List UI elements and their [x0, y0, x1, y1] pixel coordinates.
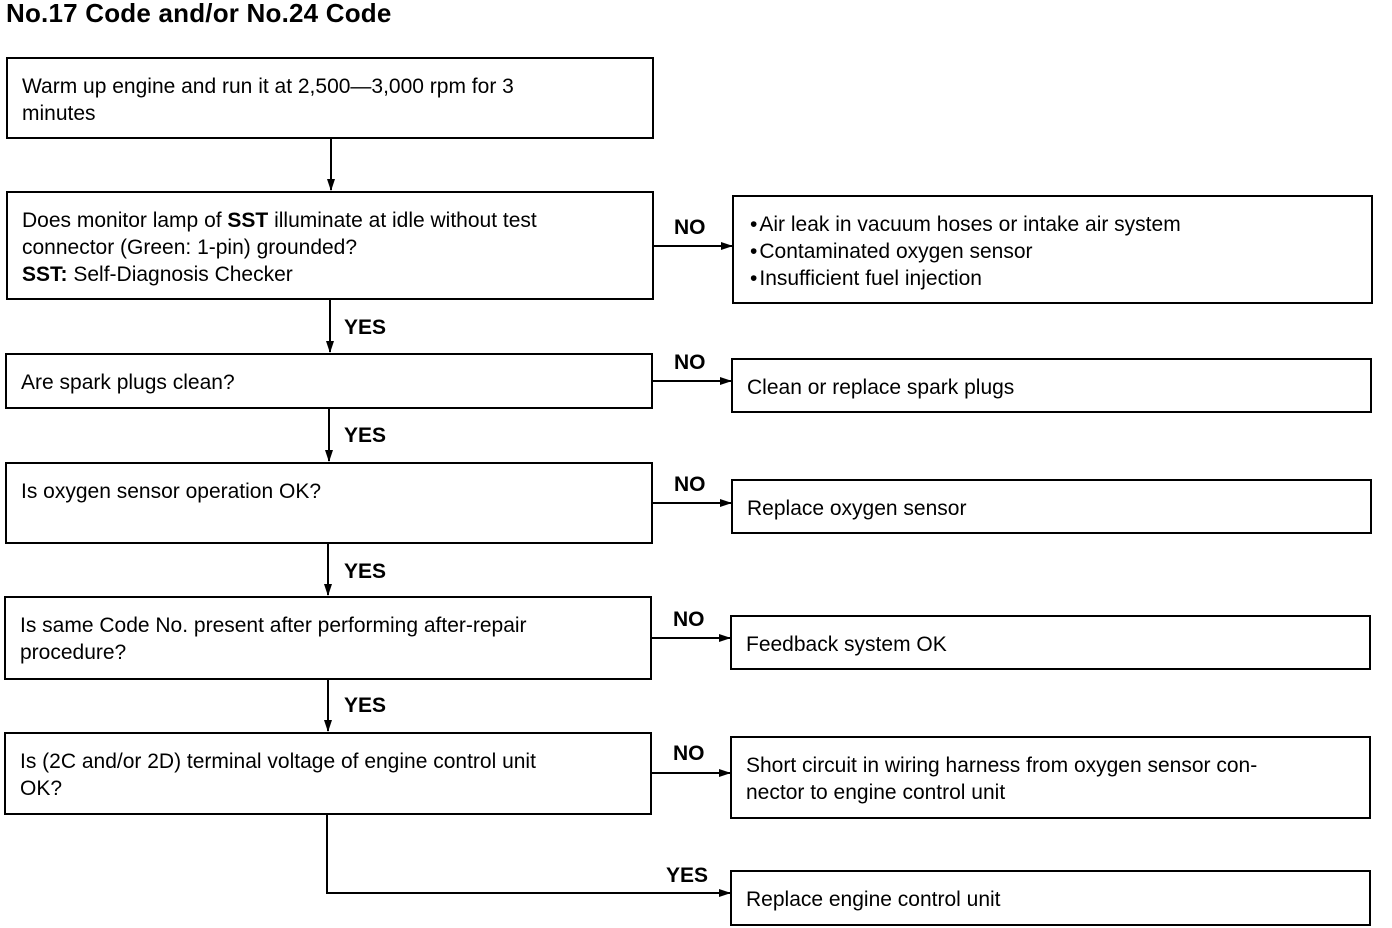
cause-list: Air leak in vacuum hoses or intake air s… [750, 211, 1357, 292]
page-title: No.17 Code and/or No.24 Code [6, 0, 392, 28]
result-text: Replace oxygen sensor [747, 497, 967, 520]
step-warm-up-engine: Warm up engine and run it at 2,500—3,000… [6, 57, 654, 139]
sst-label: SST [227, 209, 269, 232]
no-label: NO [674, 351, 706, 374]
step-line: minutes [22, 102, 96, 125]
result-short-circuit: Short circuit in wiring harness from oxy… [730, 736, 1371, 819]
no-label: NO [674, 473, 706, 496]
result-text: Clean or replace spark plugs [747, 376, 1015, 399]
no-label: NO [673, 608, 705, 631]
step-monitor-lamp-question: Does monitor lamp of SST illuminate at i… [6, 191, 654, 300]
sst-label: SST: [22, 263, 68, 286]
step-oxygen-sensor-question: Is oxygen sensor operation OK? [5, 462, 653, 544]
step-line: Are spark plugs clean? [21, 371, 235, 394]
step-line: connector (Green: 1-pin) grounded? [22, 236, 358, 259]
step-line: Is oxygen sensor operation OK? [21, 480, 322, 503]
cause-item: Contaminated oxygen sensor [750, 238, 1357, 265]
result-replace-ecu: Replace engine control unit [730, 870, 1371, 926]
no-label: NO [673, 742, 705, 765]
result-text: Feedback system OK [746, 633, 947, 656]
result-text: Replace engine control unit [746, 888, 1001, 911]
yes-label: YES [666, 864, 709, 887]
step-spark-plugs-question: Are spark plugs clean? [5, 353, 653, 409]
step-terminal-voltage-question: Is (2C and/or 2D) terminal voltage of en… [4, 732, 652, 815]
step-text: illuminate at idle without test [268, 209, 537, 232]
step-text: Does monitor lamp of [22, 209, 228, 232]
step-text: Self-Diagnosis Checker [67, 263, 293, 286]
step-line: Is same Code No. present after performin… [20, 614, 527, 637]
yes-label: YES [344, 560, 387, 583]
yes-label: YES [344, 316, 387, 339]
result-clean-spark-plugs: Clean or replace spark plugs [731, 358, 1372, 413]
no-label: NO [674, 216, 706, 239]
yes-label: YES [344, 694, 387, 717]
result-line: Short circuit in wiring harness from oxy… [746, 754, 1258, 777]
step-line: Warm up engine and run it at 2,500—3,000… [22, 75, 514, 98]
step-line: OK? [20, 777, 63, 800]
result-feedback-system-ok: Feedback system OK [730, 615, 1371, 670]
yes-label: YES [344, 424, 387, 447]
cause-item: Insufficient fuel injection [750, 265, 1357, 292]
result-line: nector to engine control unit [746, 781, 1006, 804]
cause-item: Air leak in vacuum hoses or intake air s… [750, 211, 1357, 238]
result-replace-oxygen-sensor: Replace oxygen sensor [731, 479, 1372, 534]
step-line: Is (2C and/or 2D) terminal voltage of en… [20, 750, 536, 773]
connector-step6-result6 [326, 815, 731, 897]
step-same-code-question: Is same Code No. present after performin… [4, 596, 652, 680]
step-line: procedure? [20, 641, 127, 664]
result-air-leak-list: Air leak in vacuum hoses or intake air s… [732, 195, 1373, 304]
